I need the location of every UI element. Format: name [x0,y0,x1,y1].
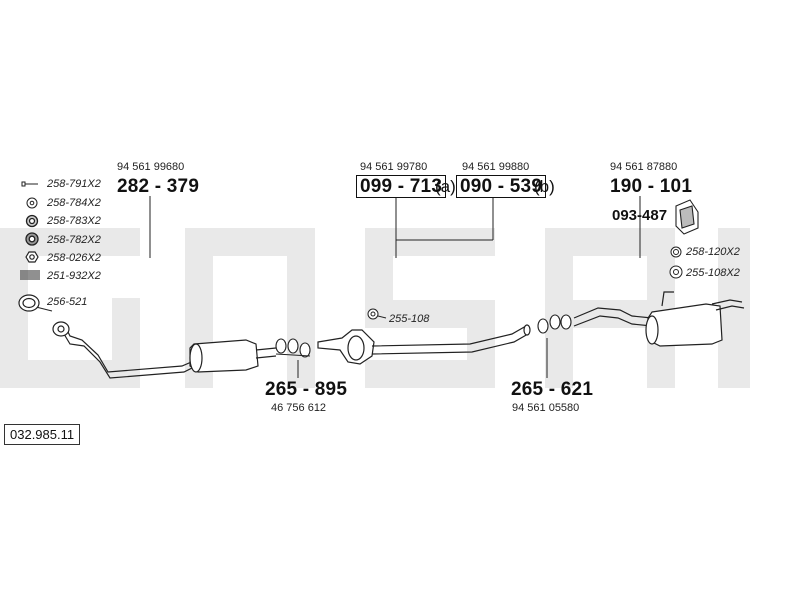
clamp-mid-oem-number: 46 756 612 [271,402,327,414]
rear-ring-label: 258-120X2 [686,246,740,258]
rear-box-oem-number: 94 561 87880 [610,161,678,173]
legend-label-washer: 258-784X2 [47,197,101,209]
cat-a-part-number: 099 - 713 [356,175,447,198]
legend-label-nut: 258-783X2 [47,215,101,227]
rear-ring-258-120 [670,246,682,258]
legend-label-spring: 251-932X2 [47,270,101,282]
rear-silencer [573,291,745,347]
legend-label-hex-nut: 258-026X2 [47,252,101,264]
legend-label-flange-nut: 258-782X2 [47,234,101,246]
gasket-ring-icon [18,294,40,312]
rear-mount-255-108 [669,265,683,279]
rear-box-part-number: 190 - 101 [610,176,693,197]
hanger-part-number: 093-487 [612,207,668,224]
bosal-watermark-logo [0,228,750,388]
cat-a-suffix: (a) [435,177,456,196]
legend-label-bolt: 258-791X2 [47,178,101,190]
clamp-rear-part-number: 265 - 621 [511,379,594,400]
front-pipe [52,321,197,379]
cat-b-suffix: (b) [534,177,555,196]
mount-cat-label: 255-108 [389,313,430,325]
hex-nut-icon [25,251,39,263]
nut-icon [25,214,39,228]
flange-nut-icon [25,232,39,246]
clamp-265-895 [275,338,311,358]
hanger-bracket [675,199,699,235]
rear-mount-label: 255-108X2 [686,267,740,279]
clamp-mid-part-number: 265 - 895 [265,379,348,400]
front-pipe-part-number: 282 - 379 [117,176,200,197]
bolt-icon [21,181,38,187]
middle-silencer [189,339,277,373]
document-reference: 032.985.11 [4,424,81,445]
cat-b-part-number: 090 - 539 [456,175,547,198]
mount-rubber-255-108 [367,308,379,320]
spring-icon [20,270,40,280]
cat-b-oem-number: 94 561 99880 [462,161,530,173]
catalytic-converter [317,324,531,365]
washer-icon [26,197,38,209]
leader-lines [35,196,641,378]
clamp-265-621 [537,314,572,334]
cat-a-oem-number: 94 561 99780 [360,161,428,173]
front-pipe-oem-number: 94 561 99680 [117,161,185,173]
clamp-rear-oem-number: 94 561 05580 [512,402,580,414]
legend-label-gasket-ring: 256-521 [47,296,88,308]
